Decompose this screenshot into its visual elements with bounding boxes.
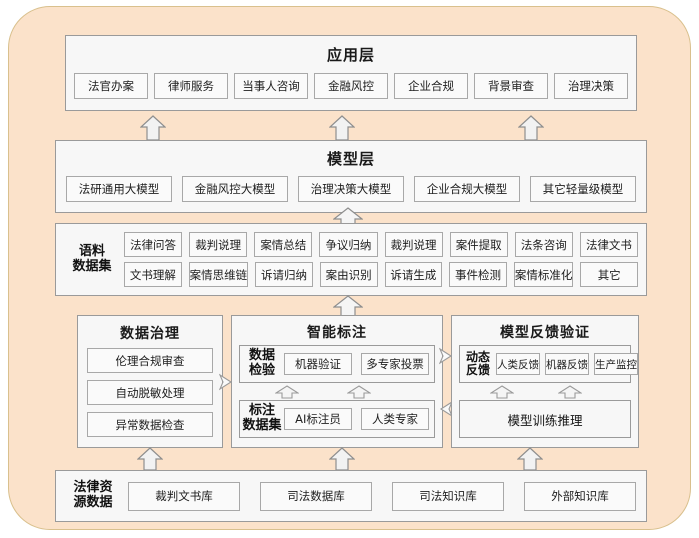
corpus-item-r2-5[interactable]: 事件检测 [449,262,507,287]
application-layer-title: 应用层 [326,46,375,64]
model-item-1[interactable]: 金融风控大模型 [182,176,288,202]
model-feedback-validation-panel: 模型反馈验证 动态 反馈 人类反馈 机器反馈 生产监控 模型训练推理 [451,315,639,448]
app-item-0[interactable]: 法官办案 [74,73,148,99]
corpus-item-r2-6[interactable]: 案情标准化 [513,262,574,287]
intelligent-annotation-panel: 智能标注 数据 检验 机器验证 多专家投票 标注 数据集 AI标注员 人类专家 [231,315,443,448]
dynamic-feedback-group: 动态 反馈 人类反馈 机器反馈 生产监控 [459,345,638,383]
governance-item-1[interactable]: 自动脱敏处理 [87,380,213,405]
annotation-dataset-item-0[interactable]: AI标注员 [284,408,352,430]
app-item-1[interactable]: 律师服务 [154,73,228,99]
legal-resource-items: 裁判文书库 司法数据库 司法知识库 外部知识库 [124,481,640,511]
data-check-items: 机器验证 多专家投票 [284,353,434,375]
corpus-item-r1-2[interactable]: 案情总结 [254,232,313,257]
arrow-up-icon-app-1 [140,115,166,141]
resource-item-2[interactable]: 司法知识库 [392,481,504,511]
resource-item-1[interactable]: 司法数据库 [260,481,372,511]
arrow-up-icon-res-1 [137,447,163,471]
corpus-item-r2-3[interactable]: 案由识别 [319,262,378,287]
app-item-5[interactable]: 背景审查 [474,73,548,99]
corpus-item-r1-3[interactable]: 争议归纳 [319,232,378,257]
app-item-4[interactable]: 企业合规 [394,73,468,99]
data-governance-panel: 数据治理 伦理合规审查 自动脱敏处理 异常数据检查 [77,315,223,448]
corpus-item-r1-0[interactable]: 法律问答 [124,232,183,257]
corpus-row-2: 文书理解 案情思维链 诉请归纳 案由识别 诉请生成 事件检测 案情标准化 其它 [124,262,639,287]
model-training-inference-box[interactable]: 模型训练推理 [459,400,631,438]
architecture-diagram-canvas: 应用层 法官办案 律师服务 当事人咨询 金融风控 企业合规 背景审查 治理决策 … [8,6,691,530]
model-layer-items: 法研通用大模型 金融风控大模型 治理决策大模型 企业合规大模型 其它轻量级模型 [66,176,636,202]
data-governance-title: 数据治理 [120,326,180,342]
resource-item-3[interactable]: 外部知识库 [524,481,636,511]
legal-resource-data-layer-panel: 法律资 源数据 裁判文书库 司法数据库 司法知识库 外部知识库 [55,470,647,522]
data-governance-items: 伦理合规审查 自动脱敏处理 异常数据检查 [87,348,213,437]
dynamic-feedback-items: 人类反馈 机器反馈 生产监控 [496,353,642,375]
corpus-item-r2-0[interactable]: 文书理解 [124,262,182,287]
governance-item-0[interactable]: 伦理合规审查 [87,348,213,373]
arrow-up-icon-anno-internal-1 [275,385,299,399]
annotation-dataset-items: AI标注员 人类专家 [284,408,434,430]
corpus-item-r1-5[interactable]: 案件提取 [449,232,508,257]
corpus-item-r1-4[interactable]: 裁判说理 [384,232,443,257]
corpus-item-r1-1[interactable]: 裁判说理 [189,232,248,257]
arrow-up-icon-mfv-internal-1 [490,385,514,399]
dynamic-feedback-item-0[interactable]: 人类反馈 [496,353,540,375]
arrow-up-icon-app-2 [329,115,355,141]
arrow-up-icon-anno-internal-2 [347,385,371,399]
model-item-0[interactable]: 法研通用大模型 [66,176,172,202]
corpus-item-r1-6[interactable]: 法条咨询 [514,232,573,257]
corpus-item-r2-1[interactable]: 案情思维链 [188,262,249,287]
annotation-dataset-item-1[interactable]: 人类专家 [361,408,429,430]
data-check-group: 数据 检验 机器验证 多专家投票 [239,345,435,383]
application-layer-panel: 应用层 法官办案 律师服务 当事人咨询 金融风控 企业合规 背景审查 治理决策 [65,35,637,111]
model-item-4[interactable]: 其它轻量级模型 [530,176,636,202]
data-check-item-0[interactable]: 机器验证 [284,353,352,375]
corpus-item-r1-7[interactable]: 法律文书 [579,232,638,257]
resource-item-0[interactable]: 裁判文书库 [128,481,240,511]
annotation-dataset-label: 标注 数据集 [242,403,282,433]
dynamic-feedback-label: 动态 反馈 [465,349,490,377]
model-feedback-validation-title: 模型反馈验证 [500,325,590,341]
model-layer-panel: 模型层 法研通用大模型 金融风控大模型 治理决策大模型 企业合规大模型 其它轻量… [55,140,647,213]
legal-resource-data-label: 法律资 源数据 [73,480,113,510]
dynamic-feedback-item-1[interactable]: 机器反馈 [545,353,589,375]
arrow-up-icon-corpus-1 [333,295,363,317]
arrow-up-icon-mfv-internal-2 [558,385,582,399]
model-layer-title: 模型层 [326,150,375,168]
app-item-2[interactable]: 当事人咨询 [234,73,308,99]
app-item-3[interactable]: 金融风控 [314,73,388,99]
corpus-layer-grid: 法律问答 裁判说理 案情总结 争议归纳 裁判说理 案件提取 法条咨询 法律文书 … [122,226,640,293]
app-item-6[interactable]: 治理决策 [554,73,628,99]
corpus-item-r2-2[interactable]: 诉请归纳 [255,262,313,287]
application-layer-items: 法官办案 律师服务 当事人咨询 金融风控 企业合规 背景审查 治理决策 [74,73,628,99]
arrow-up-icon-res-2 [329,447,355,471]
arrow-up-icon-res-3 [517,447,543,471]
arrow-up-icon-app-3 [518,115,544,141]
dynamic-feedback-item-2[interactable]: 生产监控 [594,353,638,375]
corpus-dataset-layer-panel: 语料 数据集 法律问答 裁判说理 案情总结 争议归纳 裁判说理 案件提取 法条咨… [55,223,647,296]
corpus-row-1: 法律问答 裁判说理 案情总结 争议归纳 裁判说理 案件提取 法条咨询 法律文书 [124,232,638,257]
intelligent-annotation-title: 智能标注 [307,325,367,341]
corpus-layer-label: 语料 数据集 [72,243,112,274]
annotation-dataset-group: 标注 数据集 AI标注员 人类专家 [239,400,435,438]
governance-item-2[interactable]: 异常数据检查 [87,412,213,437]
model-item-3[interactable]: 企业合规大模型 [414,176,520,202]
data-check-item-1[interactable]: 多专家投票 [361,353,429,375]
corpus-item-r2-7[interactable]: 其它 [580,262,639,287]
corpus-item-r2-4[interactable]: 诉请生成 [384,262,443,287]
data-check-label: 数据 检验 [248,348,275,378]
model-item-2[interactable]: 治理决策大模型 [298,176,404,202]
